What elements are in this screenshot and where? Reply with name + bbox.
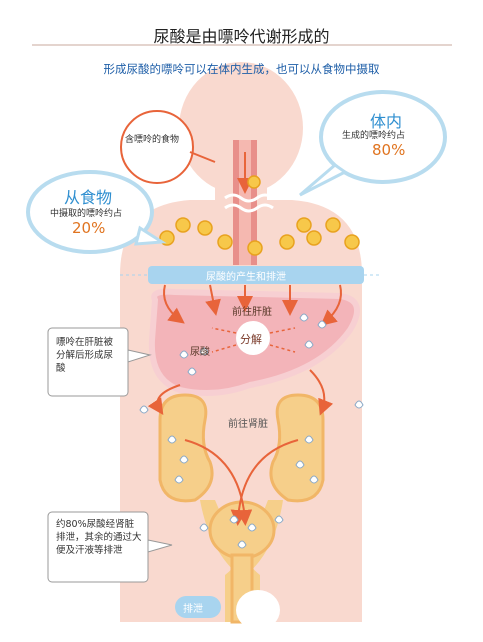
in-body-percent: 80% bbox=[372, 141, 406, 159]
note-box-liver bbox=[47, 327, 152, 397]
from-food-percent: 20% bbox=[72, 219, 106, 237]
excrete-label: 排泄 bbox=[183, 604, 203, 615]
body-outlet bbox=[236, 590, 280, 630]
liver-label: 前往肝脏 bbox=[232, 307, 272, 318]
in-body-title: 体内 bbox=[370, 112, 403, 131]
excrete-pill bbox=[175, 596, 221, 618]
note-kidney-text: 约80%尿酸经肾脏排泄，其余的通过大便及汗液等排泄 bbox=[56, 519, 142, 556]
decompose-arrows bbox=[211, 327, 296, 353]
page-title: 尿酸是由嘌呤代谢形成的 bbox=[153, 27, 330, 46]
food-bubble-label: 含嘌呤的食物 bbox=[125, 135, 180, 145]
decompose-label: 分解 bbox=[240, 333, 262, 346]
in-body-desc: 生成的嘌呤约占 bbox=[342, 131, 406, 141]
kidneys bbox=[158, 393, 325, 624]
band-label: 尿酸的产生和排泄 bbox=[206, 272, 286, 283]
flow-arrows bbox=[147, 152, 342, 526]
decompose-circle bbox=[236, 321, 270, 355]
page-subtitle: 形成尿酸的嘌呤可以在体内生成，也可以从食物中摄取 bbox=[103, 62, 380, 76]
production-band bbox=[148, 266, 364, 284]
from-food-title: 从食物 bbox=[64, 188, 113, 207]
uric-acid-label: 尿酸 bbox=[190, 347, 210, 358]
note-box-kidney bbox=[47, 511, 173, 583]
from-food-desc: 中摄取的嘌呤约占 bbox=[50, 209, 123, 219]
from-food-bubble bbox=[26, 170, 167, 254]
food-bubble bbox=[120, 110, 216, 184]
note-liver-text: 嘌呤在肝脏被分解后形成尿酸 bbox=[56, 337, 114, 374]
in-body-bubble bbox=[299, 90, 447, 197]
kidney-label: 前往肾脏 bbox=[228, 419, 268, 430]
uric-acid-drops bbox=[139, 313, 364, 549]
